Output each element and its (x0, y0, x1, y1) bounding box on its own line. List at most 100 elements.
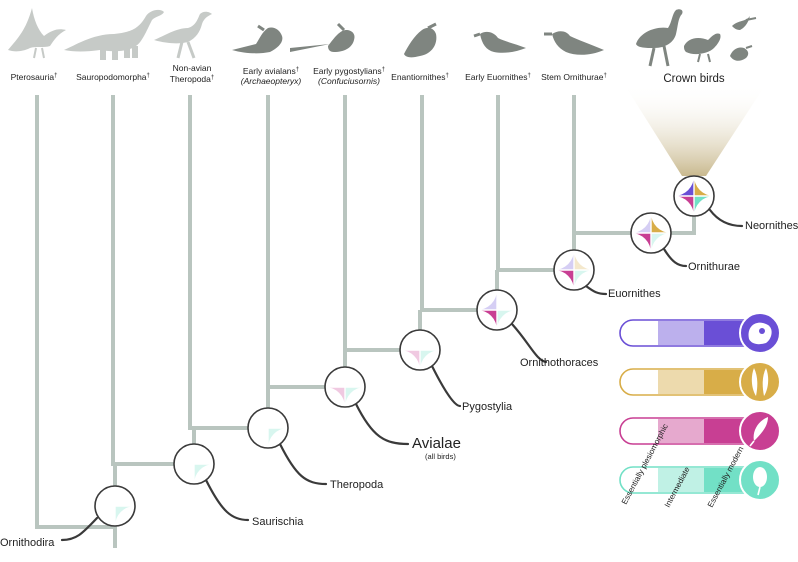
node-outline (324, 366, 366, 408)
node-wedge (497, 310, 517, 330)
taxon-label-early-pygostylians: Early pygostylians†(Confuciusornis) (313, 66, 385, 86)
wings-icon (751, 368, 769, 396)
legend-bar-intermediate (658, 468, 704, 492)
taxon-label-sauropodomorpha: Sauropodomorpha† (76, 72, 150, 82)
branch-stem-ornithurae (572, 95, 651, 235)
node-wedge (674, 176, 694, 196)
clade-label-neornithes: Neornithes (745, 220, 798, 232)
legend-icon-disc (739, 361, 781, 403)
branch-enantiornithes (420, 95, 497, 312)
node-avialae (324, 366, 366, 408)
node-wedge (554, 270, 574, 290)
branch-early-avialans (266, 95, 345, 389)
node-group (94, 175, 715, 527)
node-wedge (268, 428, 288, 448)
theropod-silhouette-icon (154, 11, 212, 59)
legend-row-wing (619, 361, 781, 403)
node-pygostylia (399, 329, 441, 371)
ostrich-silhouette-icon (636, 9, 683, 67)
taxon-label-pterosauria: Pterosauria† (11, 72, 58, 82)
node-wedge (574, 250, 594, 270)
node-wedge (631, 213, 651, 233)
node-outline (673, 175, 715, 217)
leader-euornithes (584, 284, 608, 296)
node-outline (553, 249, 595, 291)
legend-row-feather (619, 410, 781, 452)
node-ornithothoraces (476, 289, 518, 331)
taxon-label-enantiornithes: Enantiornithes† (391, 72, 449, 82)
clade-label-euornithes: Euornithes (608, 288, 661, 300)
legend-row-egg (619, 459, 781, 501)
node-outline (399, 329, 441, 371)
stem-ornithurine-silhouette-icon (544, 31, 604, 55)
node-outline (173, 443, 215, 485)
node-wedge (420, 350, 440, 370)
branch-early-euornithes (496, 95, 574, 272)
node-wedge (345, 387, 365, 407)
node-wedge (400, 350, 420, 370)
clade-labels: Ornithodira Saurischia Theropoda Avialae… (0, 220, 798, 549)
crown-fan (624, 84, 766, 176)
legend-bar-intermediate (658, 419, 704, 443)
node-wedge (554, 250, 574, 270)
pterosaur-silhouette-icon (8, 8, 66, 59)
branch-early-pygostylians (343, 95, 420, 352)
egg-icon (753, 467, 767, 496)
confuciusornis-silhouette-icon (290, 22, 355, 52)
node-wedge (631, 233, 651, 253)
branch-pterosauria (35, 95, 115, 529)
node-saurischia (173, 443, 215, 485)
leader-ornithurae (662, 247, 688, 268)
leader-theropoda (278, 442, 328, 486)
node-outline (94, 485, 136, 527)
clade-label-ornithothoraces: Ornithothoraces (520, 357, 599, 369)
songbird-silhouette-icon (730, 45, 753, 61)
clade-label-theropoda: Theropoda (330, 479, 384, 491)
crown-birds-label: Crown birds (663, 73, 725, 85)
leader-avialae (354, 402, 410, 446)
node-theropoda (247, 407, 289, 449)
legend-row-skull (619, 312, 781, 354)
node-wedge (651, 233, 671, 253)
node-wedge (477, 290, 497, 310)
node-ornithodira (94, 485, 136, 527)
node-wedge (694, 176, 714, 196)
bird-silhouette-group (232, 9, 757, 67)
branch-nonavian-theropoda (188, 95, 268, 430)
taxon-label-early-avialans: Early avialans†(Archaeopteryx) (241, 66, 302, 86)
node-wedge (574, 270, 594, 290)
node-ornithurae (630, 212, 672, 254)
clade-label-pygostylia: Pygostylia (462, 401, 513, 413)
taxon-label-stem-ornithurae: Stem Ornithurae† (541, 72, 607, 82)
trait-legend (619, 312, 781, 501)
node-euornithes (553, 249, 595, 291)
hummingbird-silhouette-icon (732, 16, 757, 30)
clade-label-avialae-sub: (all birds) (425, 452, 456, 461)
early-euornithine-silhouette-icon (473, 31, 526, 53)
node-wedge (115, 506, 135, 526)
node-wedge (694, 196, 714, 216)
clade-label-ornithodira: Ornithodira (0, 537, 55, 549)
bird-head-icon (748, 322, 772, 345)
leader-pygostylia (430, 364, 462, 408)
taxon-label-early-euornithes: Early Euornithes† (465, 72, 531, 82)
leader-ornithodira (60, 516, 99, 542)
enantiornithine-silhouette-icon (404, 22, 437, 58)
node-neornithes (673, 175, 715, 217)
silhouette-group (8, 8, 212, 60)
sauropod-silhouette-icon (64, 9, 164, 60)
branch-sauropodomorpha (111, 95, 194, 466)
node-wedge (194, 464, 214, 484)
leader-neornithes (708, 208, 744, 228)
legend-bar-intermediate (658, 321, 704, 345)
node-wedge (477, 310, 497, 330)
leader-lines (60, 208, 744, 542)
node-wedge (651, 213, 671, 233)
clade-label-ornithurae: Ornithurae (688, 261, 740, 273)
node-outline (630, 212, 672, 254)
legend-bar-intermediate (658, 370, 704, 394)
